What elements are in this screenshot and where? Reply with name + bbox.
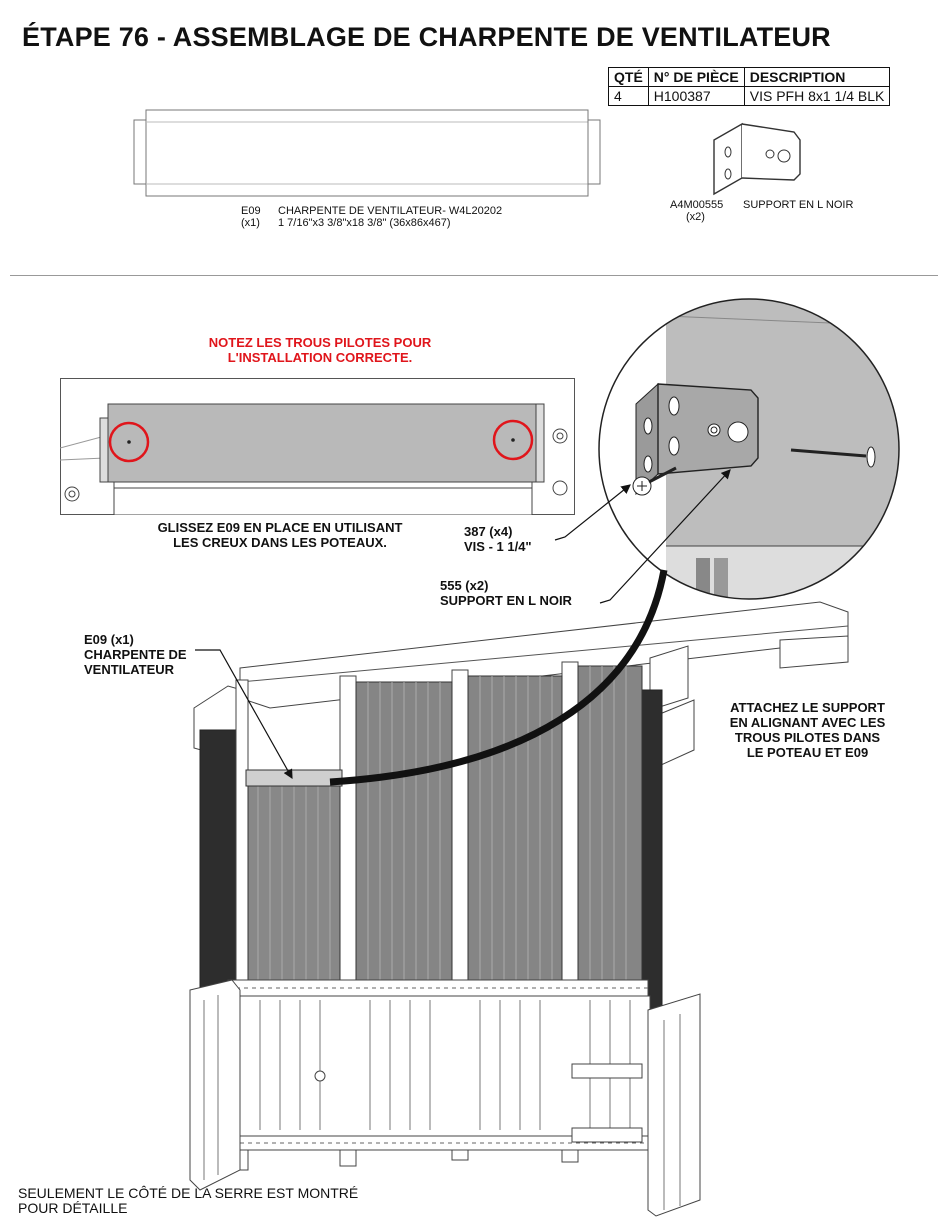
pilot-hole-note-line: NOTEZ LES TROUS PILOTES POUR — [208, 335, 432, 350]
cell-description: VIS PFH 8x1 1/4 BLK — [743, 86, 891, 106]
pilot-hole-note: NOTEZ LES TROUS PILOTES POUR L'INSTALLAT… — [170, 335, 470, 365]
attach-bracket-note-line: TROUS PILOTES DANS — [734, 730, 881, 745]
bracket-callout-line: 555 (x2) — [440, 578, 489, 593]
bracket-qty: (x2) — [686, 211, 705, 223]
e09-qty: (x1) — [241, 217, 260, 229]
pilot-hole-detail-inset — [60, 378, 575, 515]
bracket-zoom-detail — [598, 298, 900, 600]
header-qty: QTÉ — [608, 67, 649, 87]
parts-table: QTÉ N° DE PIÈCE DESCRIPTION 4 H100387 VI… — [608, 67, 891, 106]
bracket-code: A4M00555 — [670, 199, 724, 211]
l-bracket-drawing — [713, 122, 801, 196]
e09-dims: 1 7/16"x3 3/8"x18 3/8" (36x86x467) — [278, 217, 451, 229]
cell-part-number: H100387 — [647, 86, 745, 106]
slide-in-caption: GLISSEZ E09 EN PLACE EN UTILISANT LES CR… — [120, 520, 440, 550]
fan-frame-callout-line: VENTILATEUR — [84, 662, 175, 677]
attach-bracket-note-line: ATTACHEZ LE SUPPORT — [730, 700, 885, 715]
footer-note: SEULEMENT LE CÔTÉ DE LA SERRE EST MONTRÉ… — [18, 1186, 358, 1216]
parts-table-header: QTÉ N° DE PIÈCE DESCRIPTION — [608, 67, 891, 87]
slide-in-caption-line: LES CREUX DANS LES POTEAUX. — [173, 535, 387, 550]
bracket-callout: 555 (x2) SUPPORT EN L NOIR — [440, 578, 572, 608]
attach-bracket-note: ATTACHEZ LE SUPPORT EN ALIGNANT AVEC LES… — [700, 700, 915, 760]
fan-frame-callout-line: CHARPENTE DE — [84, 647, 187, 662]
fan-frame-part-drawing — [133, 109, 601, 197]
footer-note-line: SEULEMENT LE CÔTÉ DE LA SERRE EST MONTRÉ — [18, 1185, 359, 1201]
greenhouse-assembly-illustration — [189, 601, 849, 1217]
bracket-name: SUPPORT EN L NOIR — [743, 199, 854, 211]
fan-frame-callout-line: E09 (x1) — [84, 632, 134, 647]
screw-callout-line: VIS - 1 1/4" — [464, 539, 532, 554]
bracket-callout-line: SUPPORT EN L NOIR — [440, 593, 572, 608]
e09-name: CHARPENTE DE VENTILATEUR- W4L20202 — [278, 205, 503, 217]
page-title: ÉTAPE 76 - ASSEMBLAGE DE CHARPENTE DE VE… — [22, 22, 831, 52]
slide-in-caption-line: GLISSEZ E09 EN PLACE EN UTILISANT — [157, 520, 403, 535]
e09-code: E09 — [241, 205, 261, 217]
attach-bracket-note-line: LE POTEAU ET E09 — [746, 745, 869, 760]
section-divider — [10, 275, 938, 276]
table-row: 4 H100387 VIS PFH 8x1 1/4 BLK — [608, 86, 891, 106]
attach-bracket-note-line: EN ALIGNANT AVEC LES — [729, 715, 886, 730]
pilot-hole-note-line: L'INSTALLATION CORRECTE. — [227, 350, 413, 365]
footer-note-line: POUR DÉTAILLE — [18, 1200, 128, 1216]
screw-callout: 387 (x4) VIS - 1 1/4" — [464, 524, 532, 554]
screw-callout-line: 387 (x4) — [464, 524, 513, 539]
fan-frame-callout: E09 (x1) CHARPENTE DE VENTILATEUR — [84, 632, 187, 677]
